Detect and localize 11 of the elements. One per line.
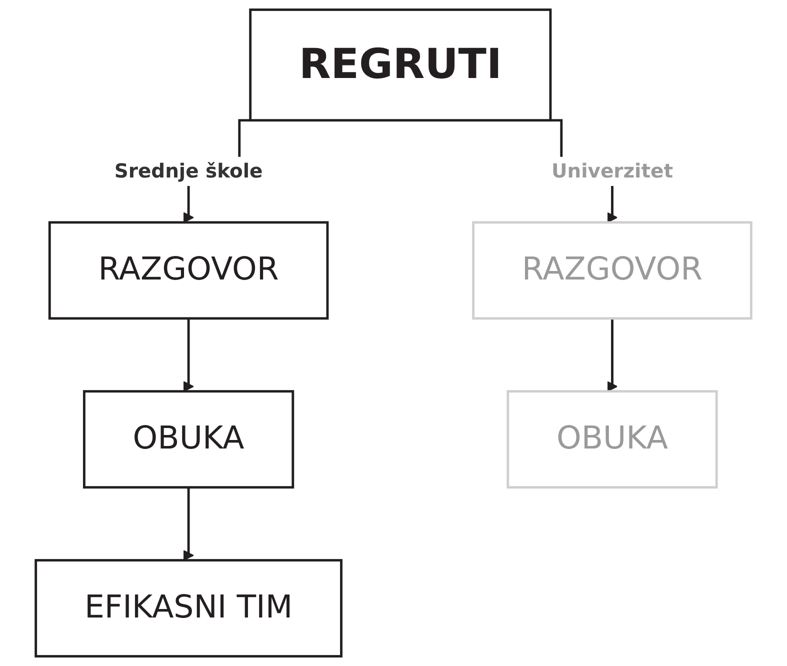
arrow	[606, 317, 618, 392]
edge-label: Univerzitet	[551, 159, 673, 182]
node-box: OBUKA	[506, 390, 718, 489]
node-box: RAZGOVOR	[48, 221, 329, 320]
arrow	[183, 317, 194, 392]
arrow	[183, 486, 194, 561]
node-box: OBUKA	[82, 390, 294, 489]
node-box: EFIKASNI TIM	[34, 559, 342, 658]
node-box: RAZGOVOR	[472, 221, 752, 320]
node-box: REGRUTI	[249, 8, 552, 122]
edge-label: Srednje škole	[114, 159, 263, 182]
